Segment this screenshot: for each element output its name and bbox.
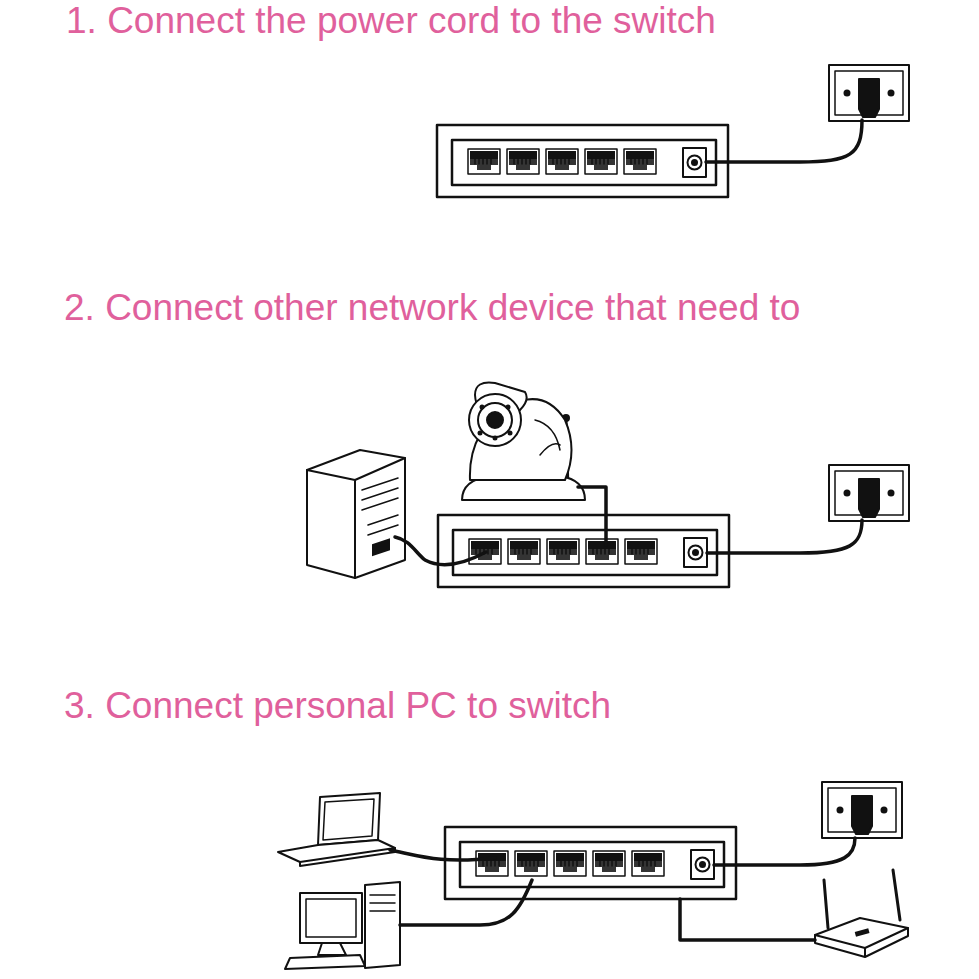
laptop — [278, 793, 395, 866]
network-cable — [395, 537, 486, 565]
network-cable — [680, 899, 815, 940]
wall-outlet-1 — [829, 65, 909, 121]
network-cable — [390, 850, 495, 860]
switch-3 — [445, 827, 736, 899]
wall-outlet-2 — [829, 465, 909, 521]
power-cord — [714, 838, 855, 865]
step-heading: 1. Connect the power cord to the switch — [66, 0, 716, 43]
step-heading: 3. Connect personal PC to switch — [64, 685, 611, 728]
power-cord — [706, 120, 862, 162]
network-cable — [578, 487, 606, 545]
ip-camera — [462, 383, 585, 501]
tower-pc — [307, 450, 405, 578]
router — [815, 870, 908, 957]
wall-outlet-3 — [822, 782, 902, 838]
desktop-pc — [285, 882, 400, 969]
network-cable — [400, 880, 532, 925]
switch-2 — [438, 515, 729, 587]
switch-1 — [437, 125, 728, 197]
power-cord — [707, 520, 862, 553]
step-heading: 2. Connect other network device that nee… — [64, 287, 800, 330]
